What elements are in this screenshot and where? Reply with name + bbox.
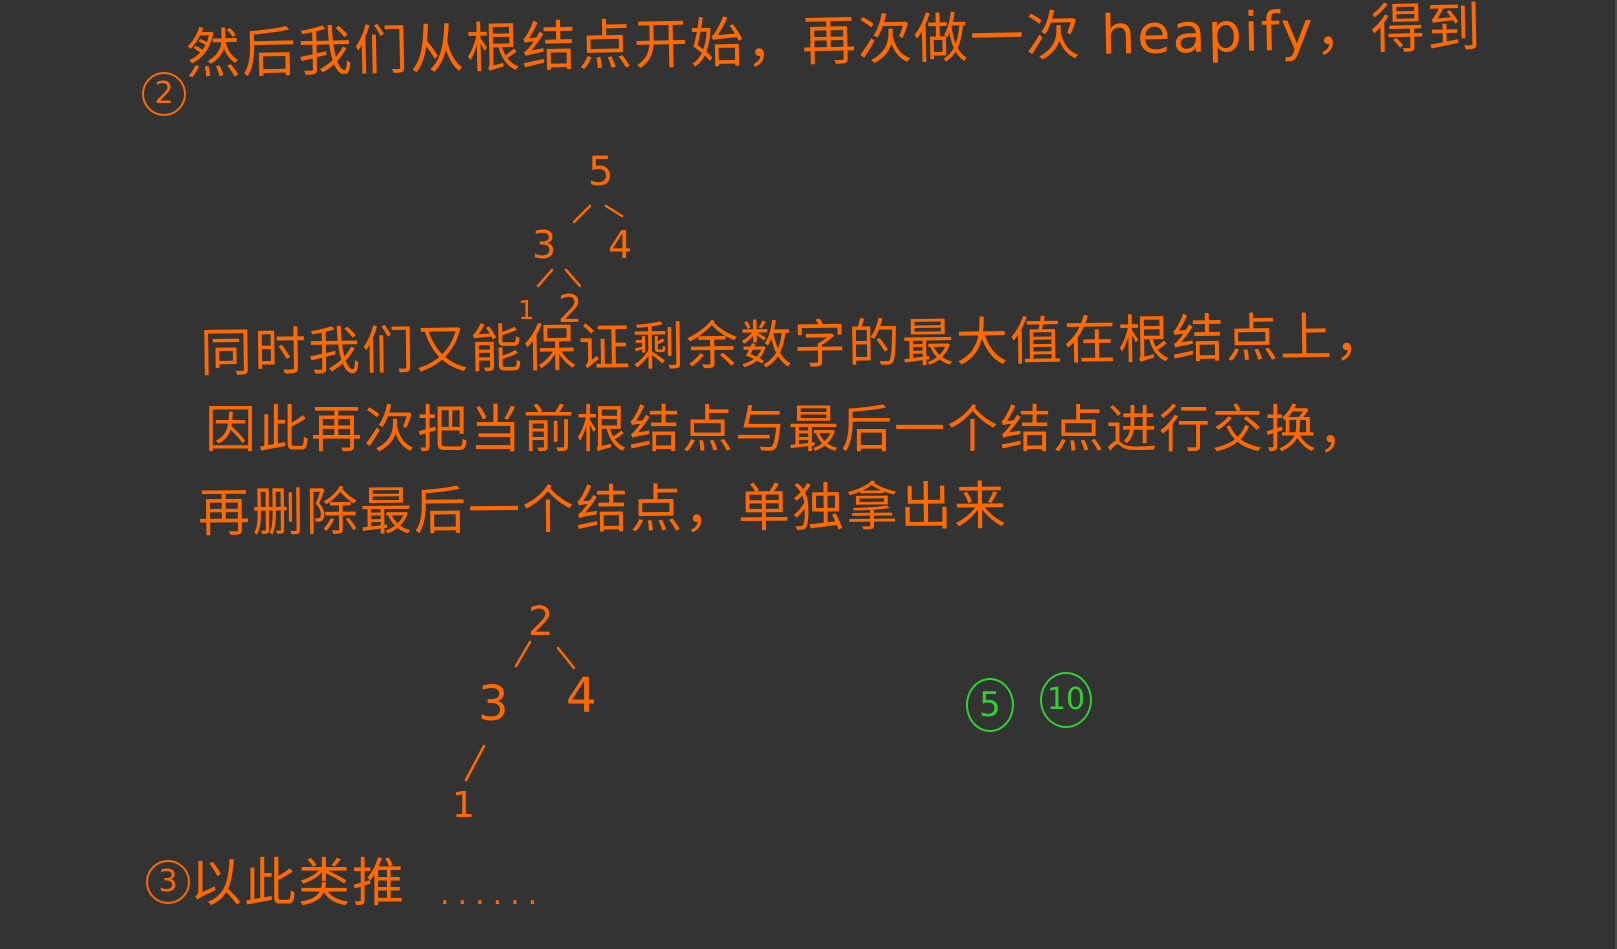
step-3-marker: 3 bbox=[146, 860, 190, 904]
tree-1-edge-5-4 bbox=[604, 204, 624, 218]
tree-1-node-root: 5 bbox=[588, 149, 614, 195]
tree-1-node-left: 3 bbox=[532, 223, 557, 267]
step-3-text: 以此类推 bbox=[190, 854, 407, 914]
tree-1-edge-3-1 bbox=[536, 268, 554, 288]
tree-2-node-left: 3 bbox=[478, 676, 509, 732]
ellipsis: ...... bbox=[440, 877, 546, 912]
note-line-3: 因此再次把当前根结点与最后一个结点进行交换， bbox=[205, 401, 1372, 460]
tree-1-node-left-left: 1 bbox=[518, 296, 535, 326]
tree-2-edge-2-4 bbox=[556, 646, 576, 670]
tree-2-node-root: 2 bbox=[528, 599, 554, 645]
tree-2-edge-2-3 bbox=[514, 640, 532, 668]
tree-1-node-right: 4 bbox=[608, 223, 633, 267]
tree-1-edge-3-2 bbox=[564, 268, 582, 288]
tree-1-node-left-right: 2 bbox=[558, 287, 583, 331]
tree-2-edge-3-1 bbox=[464, 744, 486, 782]
extracted-value-5: 5 bbox=[966, 678, 1014, 732]
extracted-value-10: 10 bbox=[1040, 672, 1092, 728]
tree-1-edge-5-3 bbox=[572, 204, 592, 224]
tree-2-node-left-left: 1 bbox=[452, 785, 475, 826]
step-2-marker: 2 bbox=[142, 72, 186, 116]
tree-2-node-right: 4 bbox=[566, 668, 597, 724]
